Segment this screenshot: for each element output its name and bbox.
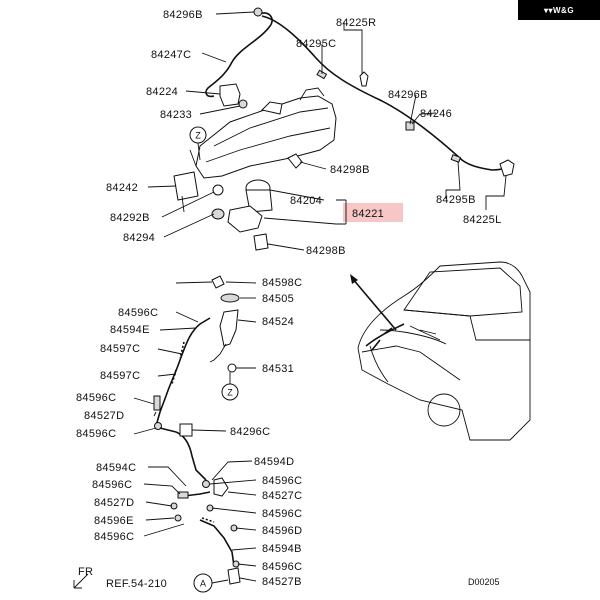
label-84596c-l3: 84596C (76, 428, 116, 440)
joint-84295b (450, 154, 462, 163)
circle-z-top-label: Z (195, 131, 201, 141)
label-84224: 84224 (146, 86, 178, 98)
nozzle-84225l (499, 159, 515, 177)
car-hose-route (365, 323, 405, 351)
label-84296c: 84296C (230, 426, 270, 438)
label-84505: 84505 (262, 293, 294, 305)
clip-84598c (211, 275, 225, 289)
circle-a-label: A (200, 579, 206, 589)
check-valve-84224 (219, 83, 241, 107)
grommet-84531 (227, 363, 237, 373)
cap-84296b-top (253, 7, 263, 17)
label-84598c: 84598C (262, 277, 302, 289)
clamp-84505 (220, 293, 240, 303)
part-labels: 84296B 84247C 84224 84233 84242 84292B 8… (76, 9, 502, 590)
label-84292b: 84292B (110, 212, 150, 224)
label-ref: REF.54-210 (106, 578, 167, 590)
connector-84527d (153, 395, 161, 411)
hose-84594b (199, 519, 235, 567)
grommet-84233 (238, 99, 248, 109)
fr-arrow (73, 573, 89, 589)
label-84527b: 84527B (262, 576, 302, 588)
label-84594c: 84594C (96, 462, 136, 474)
connector-84527d-2 (177, 491, 189, 499)
label-84233: 84233 (160, 109, 192, 121)
label-diagram-id: D00205 (468, 577, 500, 587)
label-84296b-mid: 84296B (388, 89, 428, 101)
label-84295b: 84295B (436, 194, 476, 206)
grommet-84292b (212, 184, 224, 196)
label-84594d: 84594D (254, 456, 294, 468)
pointer-arrow (351, 277, 397, 331)
label-84596c-l1: 84596C (118, 307, 158, 319)
bolt-84298b-1 (287, 153, 303, 169)
label-84225l: 84225L (463, 214, 502, 226)
label-84531: 84531 (262, 363, 294, 375)
clip-84596c-a (154, 422, 162, 430)
label-84527c: 84527C (262, 490, 302, 502)
brand-logo: ▾▾ W&G (518, 0, 600, 20)
label-84296b-top: 84296B (163, 9, 203, 21)
joint-84295c (316, 69, 328, 80)
label-84524: 84524 (262, 316, 294, 328)
bolt-84298b-2 (253, 233, 269, 251)
label-84295c: 84295C (296, 38, 336, 50)
label-84596c-r3: 84596C (262, 561, 302, 573)
circle-z-bottom-label: Z (227, 388, 233, 398)
seal-84294 (211, 208, 225, 220)
car-outline (357, 261, 531, 441)
label-84246: 84246 (420, 108, 452, 120)
label-84221: 84221 (352, 208, 384, 220)
hose-84294 (159, 427, 207, 481)
pump-motor (227, 205, 263, 233)
hose-84594c (183, 491, 211, 497)
label-84294: 84294 (123, 232, 155, 244)
pump-body (245, 189, 273, 213)
label-84247c: 84247C (151, 49, 191, 61)
highlight-box (343, 203, 403, 222)
hose-84594e (155, 317, 211, 427)
label-fr: FR (78, 566, 93, 578)
label-84225r: 84225R (336, 17, 376, 29)
label-84597c-2: 84597C (100, 370, 140, 382)
label-84527d-1: 84527D (84, 410, 124, 422)
label-84596c-l4: 84596C (92, 479, 132, 491)
label-84594e: 84594E (110, 324, 150, 336)
label-84594b: 84594B (262, 543, 302, 555)
hose-84247c (205, 12, 273, 98)
connector-84527c (213, 477, 229, 497)
label-84596e: 84596E (94, 515, 134, 527)
label-84596c-l2: 84596C (76, 392, 116, 404)
nozzle-84225r (359, 71, 369, 87)
logo-text: W&G (552, 5, 575, 15)
tank-bracket (173, 171, 199, 201)
label-84597c-1: 84597C (100, 343, 140, 355)
label-84298b-2: 84298B (306, 245, 346, 257)
label-84596d: 84596D (262, 525, 302, 537)
label-84204: 84204 (290, 195, 322, 207)
label-84527d-2: 84527D (94, 497, 134, 509)
label-84596c-l5: 84596C (94, 531, 134, 543)
hose-84246 (261, 15, 513, 171)
label-84596c-r2: 84596C (262, 508, 302, 520)
label-84298b-1: 84298B (330, 164, 370, 176)
nozzle-84524 (219, 309, 239, 347)
label-84596c-r1: 84596C (262, 475, 302, 487)
connector-84527b (227, 567, 241, 585)
label-84242: 84242 (106, 182, 138, 194)
clip-84296c (179, 423, 193, 437)
